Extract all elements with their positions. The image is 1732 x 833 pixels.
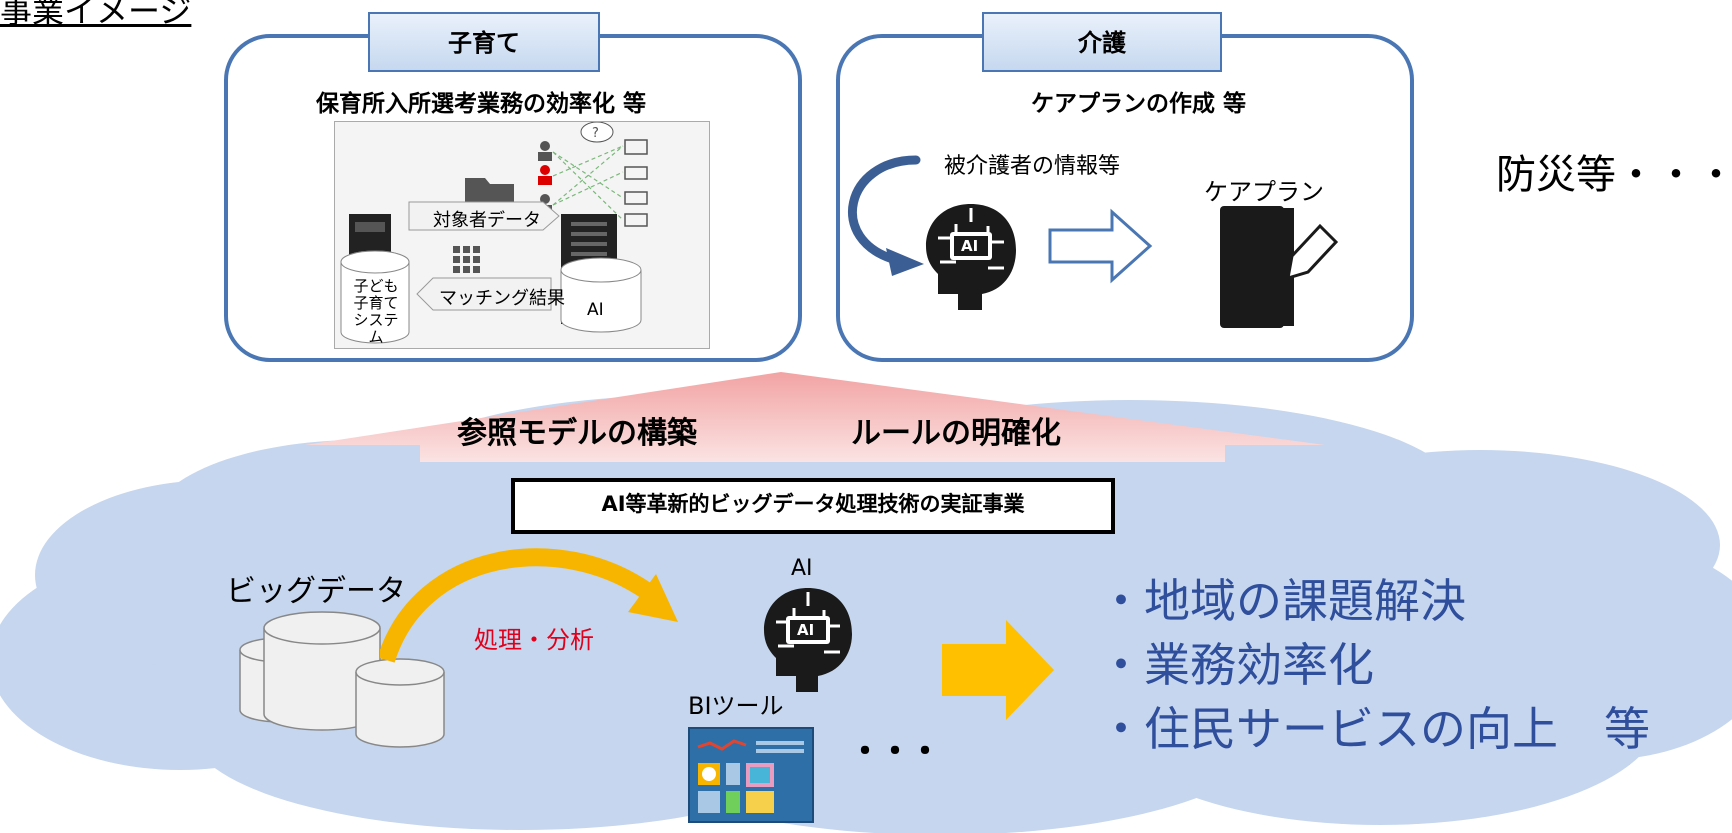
care-tab: 介護 — [982, 12, 1222, 72]
outcome-item: ・地域の課題解決 — [1098, 574, 1466, 628]
system-label-line: 子ども — [353, 277, 399, 295]
system-label-line: システム — [353, 311, 399, 346]
bi-tool-dashboard-icon — [688, 727, 814, 823]
care-flow-graphic — [847, 155, 1339, 328]
more-tools-ellipsis: ・・・ — [848, 732, 942, 772]
matching-result-label: マッチング結果 — [439, 288, 565, 309]
outcome-item: ・住民サービスの向上 等 — [1098, 702, 1650, 756]
care-plan-label: ケアプラン — [1204, 178, 1324, 206]
rule-clarification-label: ルールの明確化 — [851, 416, 1061, 451]
system-label-line: 子育て — [353, 294, 399, 312]
childcare-heading: 保育所入所選考業務の効率化 等 — [316, 91, 647, 117]
ai-cylinder-label: AI — [587, 300, 604, 320]
care-panel — [836, 34, 1414, 362]
target-data-label: 対象者データ — [433, 210, 541, 231]
processing-arrow — [380, 548, 678, 663]
ai-brain-icon — [926, 204, 1016, 310]
bi-tool-label: BIツール — [688, 692, 784, 720]
care-heading: ケアプランの作成 等 — [1031, 91, 1247, 117]
reference-model-label: 参照モデルの構築 — [457, 416, 697, 451]
matching-illustration: ? 対象者データ マッチング結果 子ども 子育て システム AI — [334, 121, 710, 349]
care-ai-chip-label: AI — [961, 237, 979, 255]
childcare-tab: 子育て — [368, 12, 600, 72]
ai-label: AI — [791, 556, 813, 581]
disaster-prevention-label: 防災等・・・・ — [1496, 152, 1732, 198]
base-ai-chip-label: AI — [797, 621, 815, 639]
outcome-arrow — [942, 620, 1054, 720]
outcome-item: ・業務効率化 — [1098, 638, 1374, 692]
bigdata-cylinders-icon — [239, 611, 445, 748]
project-title-box: AI等革新的ビッグデータ処理技術の実証事業 — [511, 478, 1115, 534]
outcome-list: ・地域の課題解決 ・業務効率化 ・住民サービスの向上 等 — [1098, 578, 1650, 752]
care-input-label: 被介護者の情報等 — [944, 154, 1121, 179]
svg-text:?: ? — [592, 126, 599, 141]
ai-brain-icon — [764, 588, 852, 692]
processing-analysis-label: 処理・分析 — [474, 626, 594, 654]
childcare-system-label: 子ども 子育て システム — [347, 278, 405, 346]
page-title: 事業イメージ — [0, 0, 192, 30]
bigdata-label: ビッグデータ — [226, 574, 406, 609]
